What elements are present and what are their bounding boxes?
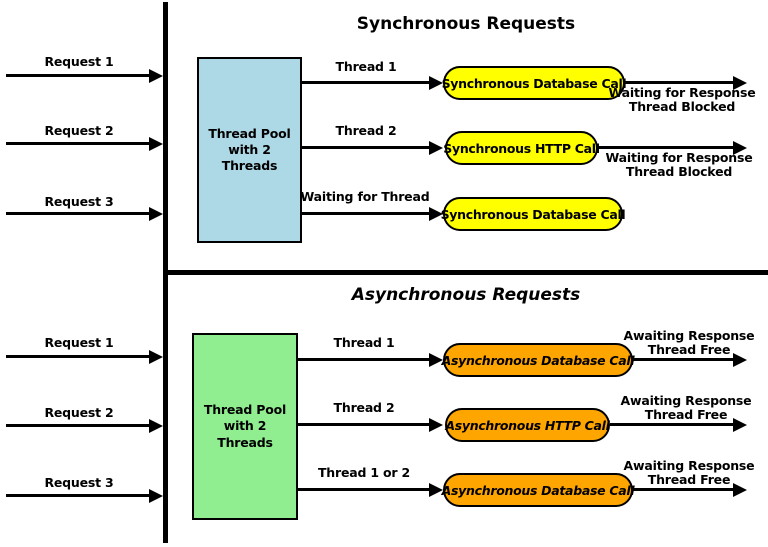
async-row1-arrowhead-icon [429, 353, 443, 367]
sync-row1-status-line1: Waiting for Response [608, 85, 756, 100]
sync-row2-out-arrowhead-icon [733, 141, 747, 155]
async-request-3-label: Request 3 [44, 475, 114, 490]
async-thread-pool-label-line1: Thread Pool [203, 402, 287, 418]
async-thread-pool-box: Thread Pool with 2 Threads [192, 333, 298, 520]
sync-request-2-arrowhead-icon [149, 137, 163, 151]
sync-request-1-arrowhead-icon [149, 69, 163, 83]
async-section-title: Asynchronous Requests [351, 285, 581, 305]
async-row2-connector-line [298, 423, 430, 426]
sync-row3-call-label: Synchronous Database Call [440, 206, 626, 222]
sync-request-1-arrow-line [6, 74, 150, 77]
sync-row1-call-pill: Synchronous Database Call [441, 66, 627, 100]
async-row3-call-label: Asynchronous Database Call [441, 482, 635, 498]
sync-request-3-arrowhead-icon [149, 207, 163, 221]
async-request-3-arrow-line [6, 494, 150, 497]
sync-section-title: Synchronous Requests [356, 14, 576, 34]
async-row1-out-arrowhead-icon [733, 353, 747, 367]
async-row3-status-line2: Thread Free [647, 472, 731, 487]
sync-row3-call-pill: Synchronous Database Call [440, 197, 626, 231]
sync-request-3-arrow-line [6, 212, 150, 215]
async-row1-thread-label: Thread 1 [333, 335, 395, 350]
async-request-1-arrow-line [6, 355, 150, 358]
async-row2-call-pill: Asynchronous HTTP Call [445, 408, 610, 442]
sync-row1-arrowhead-icon [429, 76, 443, 90]
async-row1-call-pill: Asynchronous Database Call [441, 343, 635, 377]
async-request-2-arrow-line [6, 424, 150, 427]
sync-row1-connector-line [302, 81, 430, 84]
sync-row2-call-pill: Synchronous HTTP Call [443, 131, 600, 165]
sync-row3-thread-label: Waiting for Thread [300, 189, 430, 204]
section-divider-line [163, 270, 768, 275]
async-row1-out-line [633, 358, 733, 361]
async-row3-arrowhead-icon [429, 483, 443, 497]
async-request-1-label: Request 1 [44, 335, 114, 350]
sync-thread-pool-label-line2: with 2 Threads [221, 141, 278, 174]
async-row1-status-line1: Awaiting Response [623, 328, 755, 343]
async-row2-out-line [610, 423, 733, 426]
sync-row1-status-line2: Thread Blocked [628, 99, 736, 114]
sync-row2-out-line [598, 146, 733, 149]
sync-thread-pool-label-line1: Thread Pool [208, 125, 291, 141]
async-row1-call-label: Asynchronous Database Call [441, 352, 635, 368]
sync-request-3-label: Request 3 [44, 194, 114, 209]
async-row3-call-pill: Asynchronous Database Call [441, 473, 635, 507]
sync-row2-call-label: Synchronous HTTP Call [443, 140, 600, 156]
async-row3-status-line1: Awaiting Response [623, 458, 755, 473]
sync-request-2-arrow-line [6, 142, 150, 145]
sync-row2-status-line1: Waiting for Response [605, 150, 753, 165]
async-row2-status-line1: Awaiting Response [620, 393, 752, 408]
sync-row1-out-arrowhead-icon [733, 76, 747, 90]
sync-request-2-label: Request 2 [44, 123, 114, 138]
async-row2-status-line2: Thread Free [644, 407, 728, 422]
async-row2-out-arrowhead-icon [733, 418, 747, 432]
sync-row3-connector-line [302, 212, 430, 215]
async-row3-connector-line [298, 488, 430, 491]
async-request-2-label: Request 2 [44, 405, 114, 420]
async-row2-arrowhead-icon [429, 418, 443, 432]
sync-row1-thread-label: Thread 1 [335, 59, 397, 74]
async-row1-connector-line [298, 358, 430, 361]
sync-row2-arrowhead-icon [429, 141, 443, 155]
async-row2-thread-label: Thread 2 [333, 400, 395, 415]
sync-row2-status-line2: Thread Blocked [625, 164, 733, 179]
sync-row2-thread-label: Thread 2 [335, 123, 397, 138]
sync-row1-call-label: Synchronous Database Call [441, 75, 627, 91]
sync-row2-connector-line [302, 146, 430, 149]
async-row2-call-label: Asynchronous HTTP Call [445, 417, 610, 433]
sync-request-1-label: Request 1 [44, 54, 114, 69]
async-thread-pool-label-line2: with 2 Threads [217, 418, 273, 450]
async-row3-out-line [633, 488, 733, 491]
sync-thread-pool-box: Thread Pool with 2 Threads [197, 57, 302, 243]
async-row3-out-arrowhead-icon [733, 483, 747, 497]
async-row1-status-line2: Thread Free [647, 342, 731, 357]
async-row3-thread-label: Thread 1 or 2 [317, 465, 411, 480]
sync-row1-out-line [625, 81, 733, 84]
async-request-2-arrowhead-icon [149, 419, 163, 433]
sync-row3-arrowhead-icon [429, 207, 443, 221]
async-request-1-arrowhead-icon [149, 350, 163, 364]
async-request-3-arrowhead-icon [149, 489, 163, 503]
